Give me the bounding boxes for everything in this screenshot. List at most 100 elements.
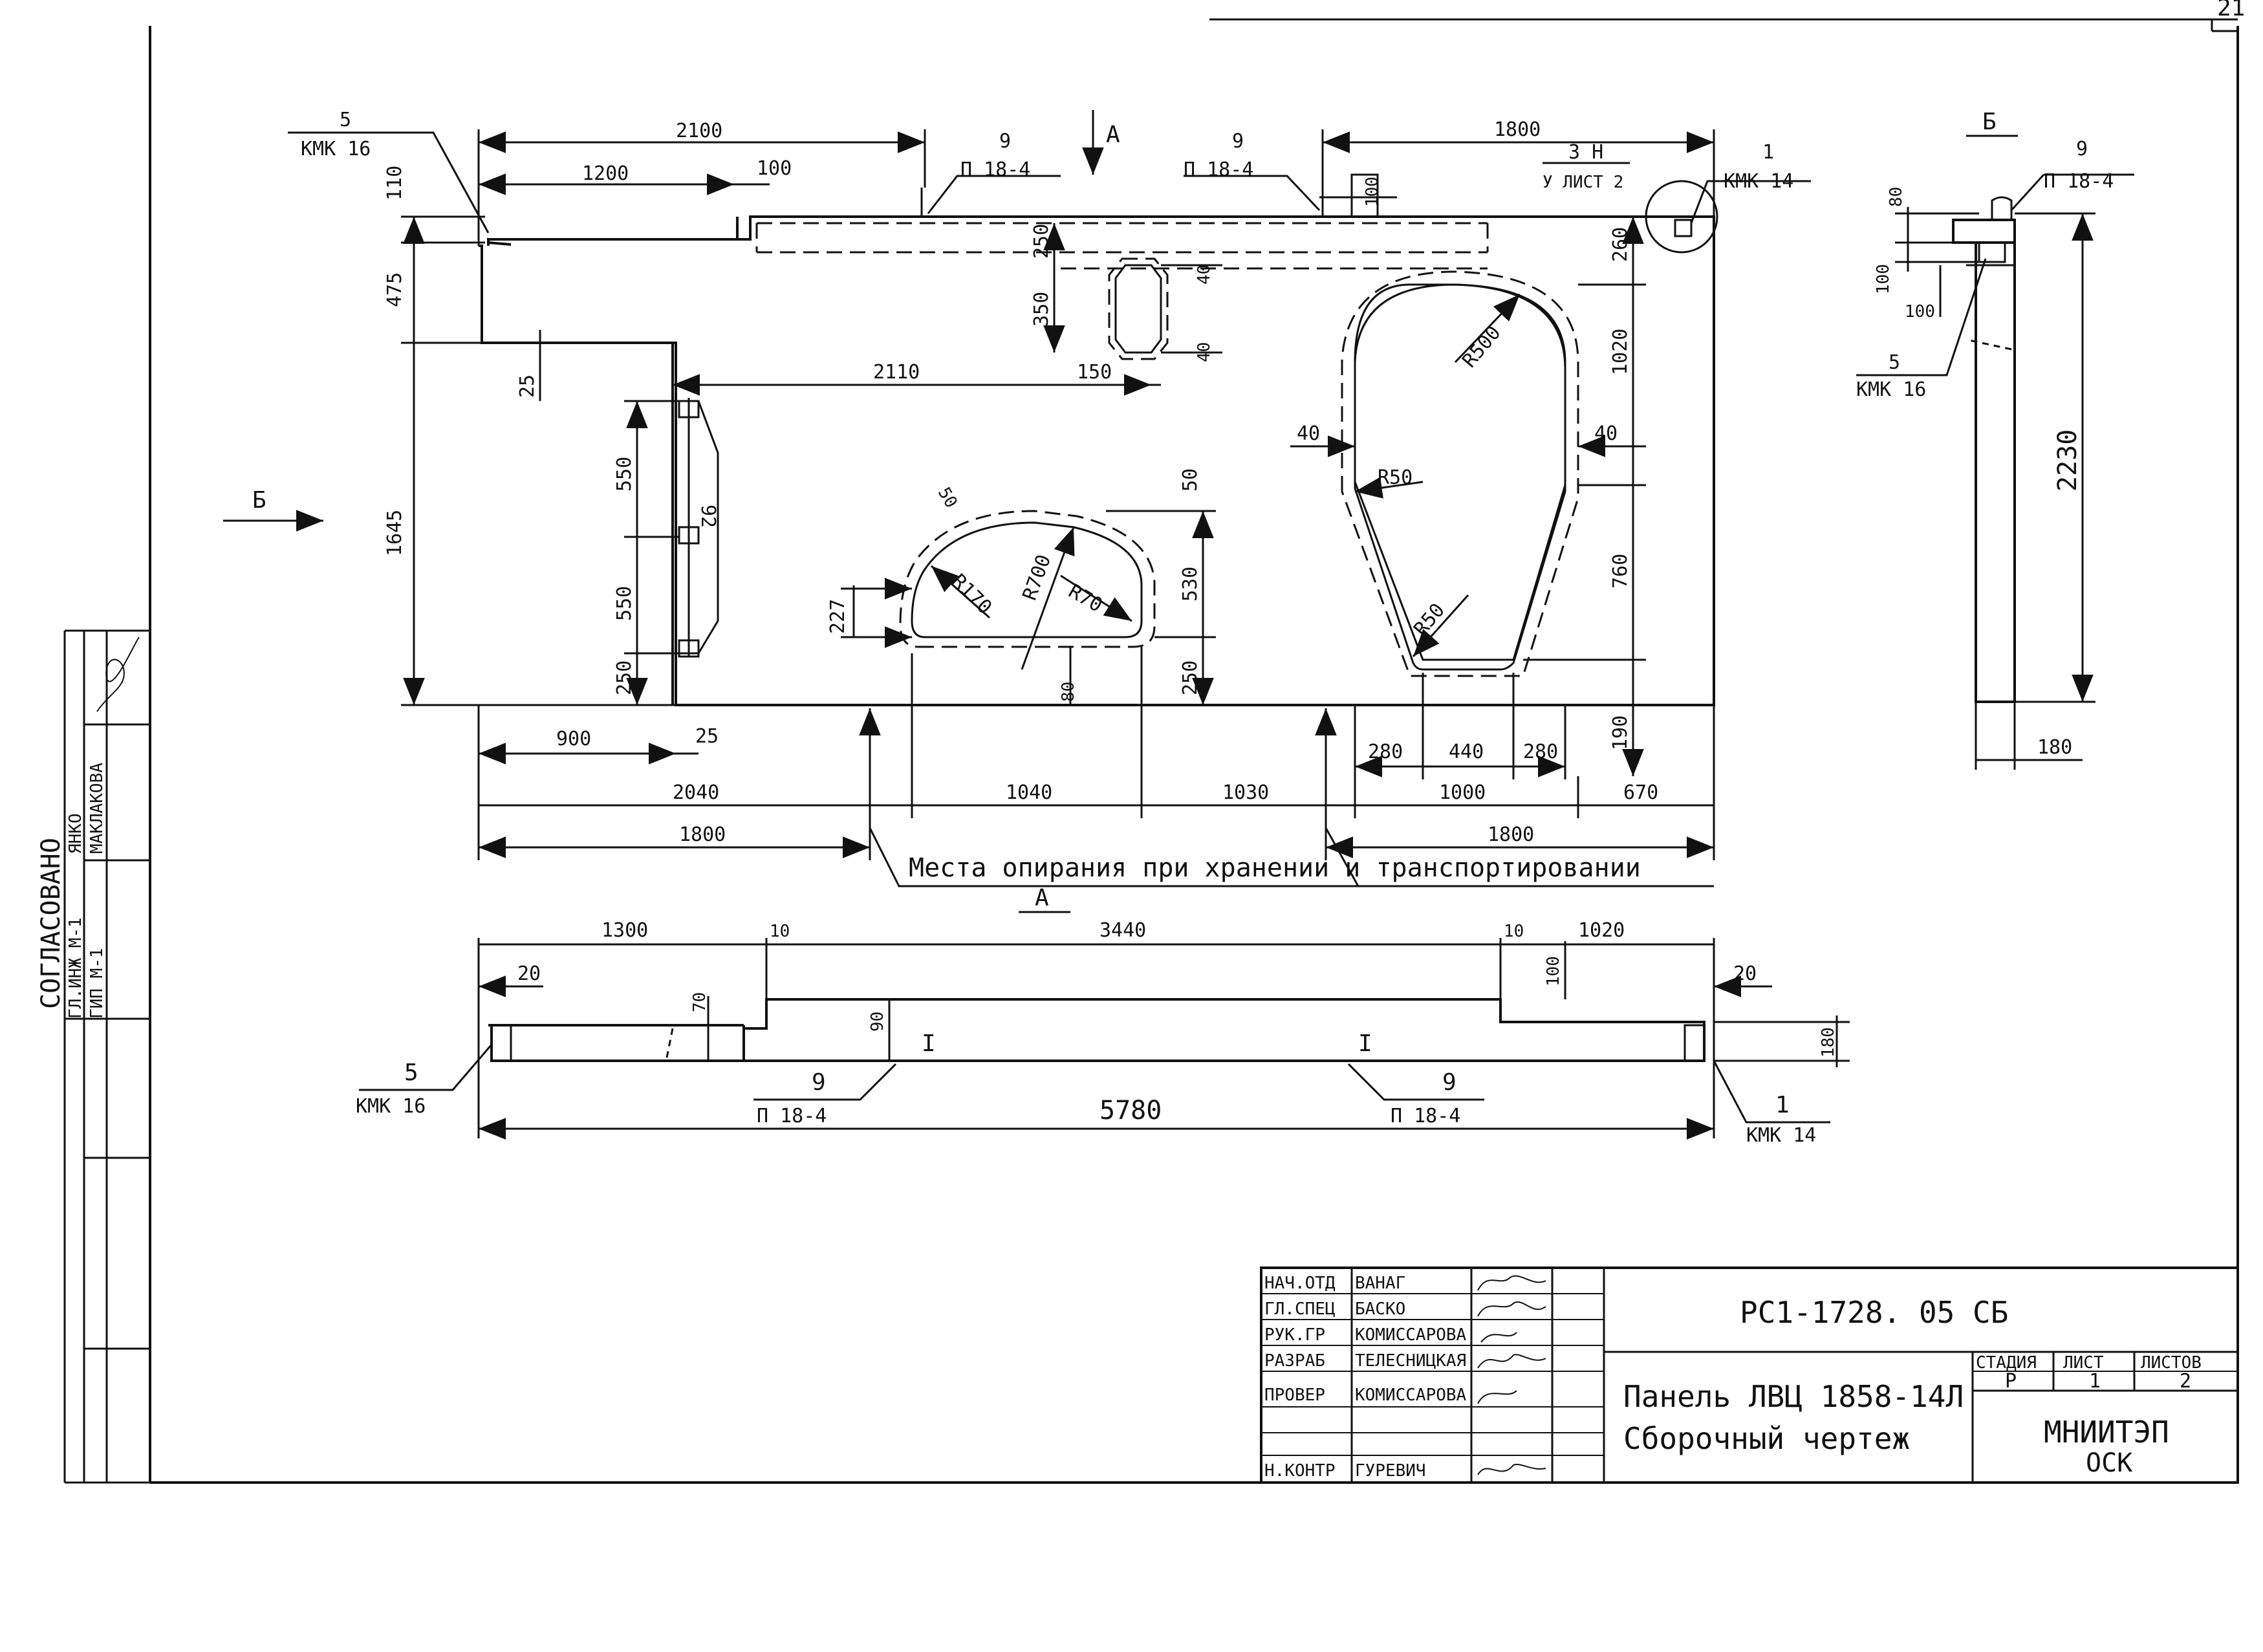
svg-text:50: 50 xyxy=(934,484,961,512)
title-block-name: ГУРЕВИЧ xyxy=(1355,1461,1426,1481)
svg-text:П 18-4: П 18-4 xyxy=(757,1105,827,1127)
svg-text:9: 9 xyxy=(1442,1069,1456,1096)
svg-text:2: 2 xyxy=(2180,1370,2191,1393)
svg-text:2040: 2040 xyxy=(673,781,719,804)
svg-text:1000: 1000 xyxy=(1439,781,1486,804)
title-block-name: КОМИССАРОВА xyxy=(1355,1386,1467,1405)
svg-text:R700: R700 xyxy=(1019,552,1056,603)
svg-text:760: 760 xyxy=(1609,554,1632,589)
side-view-b: Б 80 100 100 2230 180 9 П 18-4 5 КМК 16 xyxy=(1856,109,2134,770)
svg-text:П 18-4: П 18-4 xyxy=(1391,1105,1460,1127)
svg-text:2100: 2100 xyxy=(676,120,722,142)
svg-text:КМК 14: КМК 14 xyxy=(1746,1124,1816,1147)
svg-text:260: 260 xyxy=(1609,227,1632,262)
svg-text:П 18-4: П 18-4 xyxy=(1184,158,1253,181)
title-block-role: РАЗРАБ xyxy=(1264,1351,1325,1371)
svg-text:180: 180 xyxy=(1819,1027,1838,1058)
svg-text:КМК 14: КМК 14 xyxy=(1724,170,1793,193)
svg-text:5: 5 xyxy=(340,109,351,131)
svg-text:1020: 1020 xyxy=(1578,919,1625,942)
svg-text:25: 25 xyxy=(695,725,719,748)
title-block-name: ВАНАГ xyxy=(1355,1274,1405,1293)
svg-text:КМК 16: КМК 16 xyxy=(356,1095,426,1118)
svg-text:80: 80 xyxy=(1059,682,1078,702)
drawing-title-2: Сборочный чертеж xyxy=(1623,1421,1910,1456)
svg-text:ЛИСТ: ЛИСТ xyxy=(2063,1353,2104,1373)
svg-text:50: 50 xyxy=(1179,468,1202,492)
title-block-role: НАЧ.ОТД xyxy=(1264,1274,1336,1293)
svg-text:9: 9 xyxy=(812,1069,826,1096)
svg-text:I: I xyxy=(1358,1030,1372,1057)
svg-text:R500: R500 xyxy=(1458,321,1505,372)
svg-text:100: 100 xyxy=(1363,177,1382,207)
approval-name-2: МАКЛАКОВА xyxy=(87,763,107,854)
svg-text:КМК 16: КМК 16 xyxy=(1856,378,1926,401)
plan-view-a: 1300 10 3440 10 1020 20 20 70 90 100 180… xyxy=(356,919,1850,1147)
svg-text:I: I xyxy=(922,1030,936,1057)
svg-text:5: 5 xyxy=(1889,351,1900,374)
svg-text:40: 40 xyxy=(1195,342,1214,362)
svg-text:1: 1 xyxy=(2089,1370,2101,1393)
svg-text:ЛИСТОВ: ЛИСТОВ xyxy=(2141,1353,2202,1373)
svg-text:100: 100 xyxy=(1544,956,1563,986)
svg-text:440: 440 xyxy=(1449,741,1484,763)
svg-text:20: 20 xyxy=(1733,962,1757,985)
sheet-number: 21 xyxy=(2217,0,2245,21)
title-block-role: РУК.ГР xyxy=(1264,1325,1325,1345)
svg-text:100: 100 xyxy=(1874,264,1893,294)
svg-text:40: 40 xyxy=(1297,422,1320,445)
svg-text:КМК 16: КМК 16 xyxy=(301,138,371,160)
svg-text:R50: R50 xyxy=(1409,599,1449,640)
approval-name-1: ЯНКО xyxy=(66,813,85,854)
svg-text:1800: 1800 xyxy=(1494,118,1541,141)
svg-text:280: 280 xyxy=(1523,741,1558,763)
svg-text:R50: R50 xyxy=(1378,466,1413,489)
svg-text:250: 250 xyxy=(1030,224,1053,259)
support-note: Места опирания при хранении и транспорти… xyxy=(909,853,1641,883)
svg-text:5: 5 xyxy=(404,1060,418,1086)
approval-title: СОГЛАСОВАНО xyxy=(36,838,66,1009)
svg-text:5780: 5780 xyxy=(1099,1096,1162,1125)
section-a-top: А xyxy=(1106,122,1120,148)
svg-text:1020: 1020 xyxy=(1609,329,1632,375)
svg-text:90: 90 xyxy=(868,1012,887,1032)
title-block-role: ПРОВЕР xyxy=(1264,1386,1325,1405)
svg-text:СТАДИЯ: СТАДИЯ xyxy=(1976,1353,2037,1373)
svg-text:1300: 1300 xyxy=(601,919,648,942)
svg-text:40: 40 xyxy=(1594,422,1618,445)
sheet-frame: 21 xyxy=(149,0,2245,1484)
slot-opening xyxy=(1114,264,1162,354)
svg-text:9: 9 xyxy=(2076,138,2088,160)
svg-text:80: 80 xyxy=(1887,187,1906,207)
title-block-role: ГЛ.СПЕЦ xyxy=(1264,1299,1336,1319)
svg-text:350: 350 xyxy=(1030,292,1053,327)
svg-text:10: 10 xyxy=(1504,922,1524,941)
svg-text:280: 280 xyxy=(1368,741,1403,763)
section-a-bottom: А xyxy=(1035,885,1049,911)
drawing-title-1: Панель ЛВЦ 1858-14Л xyxy=(1623,1379,1964,1414)
arch-opening-inner xyxy=(1354,283,1566,671)
svg-text:1: 1 xyxy=(1775,1092,1790,1118)
svg-text:3 Н: 3 Н xyxy=(1568,141,1603,164)
svg-text:100: 100 xyxy=(757,157,792,180)
svg-text:190: 190 xyxy=(1609,715,1632,750)
svg-text:R170: R170 xyxy=(947,570,996,619)
svg-text:227: 227 xyxy=(827,599,849,634)
svg-text:У ЛИСТ 2: У ЛИСТ 2 xyxy=(1543,173,1623,192)
svg-text:670: 670 xyxy=(1623,781,1658,804)
svg-text:25: 25 xyxy=(516,375,539,398)
svg-text:530: 530 xyxy=(1179,567,1202,602)
svg-text:1645: 1645 xyxy=(384,510,406,556)
window-opening xyxy=(911,521,1143,638)
svg-text:150: 150 xyxy=(1077,361,1112,384)
title-block-name: ТЕЛЕСНИЦКАЯ xyxy=(1355,1351,1466,1371)
svg-text:ОСК: ОСК xyxy=(2086,1448,2132,1478)
section-b-left: Б xyxy=(252,487,266,514)
svg-text:2230: 2230 xyxy=(2053,429,2083,492)
svg-text:1800: 1800 xyxy=(1488,823,1534,846)
svg-text:900: 900 xyxy=(556,728,591,750)
svg-text:Р: Р xyxy=(2005,1370,2017,1393)
panel-elevation: 2100 1200 100 1800 110 475 1645 25 2110 … xyxy=(223,109,1811,913)
svg-text:П 18-4: П 18-4 xyxy=(2044,170,2114,193)
